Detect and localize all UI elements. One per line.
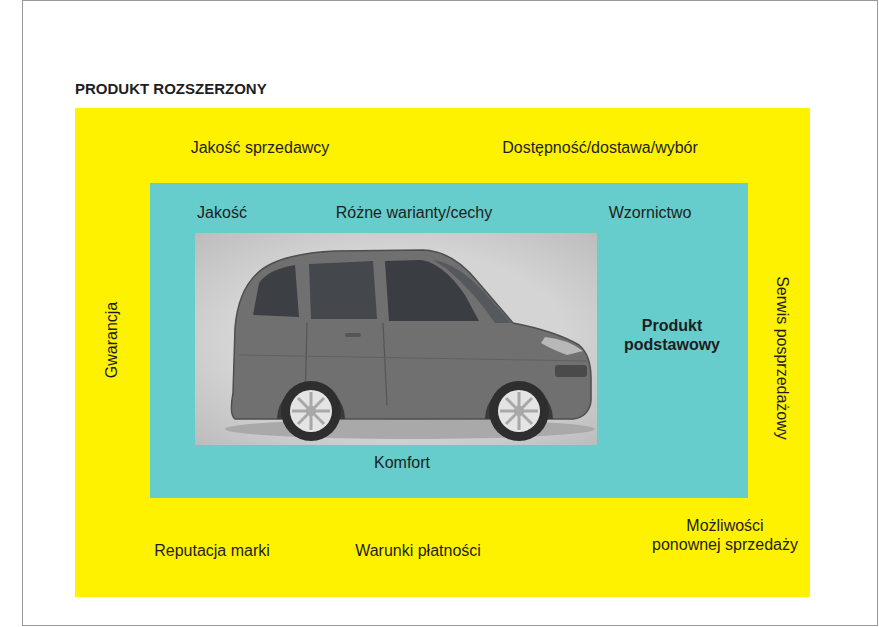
- band-label: Reputacja marki: [154, 541, 270, 560]
- windshield: [433, 260, 511, 323]
- door-window: [309, 261, 377, 319]
- heading: PRODUKT ROZSZERZONY: [75, 80, 267, 98]
- rear-wheel: [281, 381, 341, 441]
- door-line: [383, 323, 387, 405]
- feature-label: Komfort: [374, 453, 430, 472]
- rear-window: [253, 265, 299, 317]
- front-wheel: [489, 381, 549, 441]
- band-label: Gwarancja: [102, 302, 121, 378]
- band-label: Warunki płatności: [355, 541, 481, 560]
- car-illustration: [195, 233, 597, 445]
- photo-ground: [195, 233, 597, 445]
- band-label: Jakość sprzedawcy: [191, 138, 330, 157]
- box-title: Produkt podstawowy: [620, 316, 724, 354]
- band-label: Dostępność/dostawa/wybór: [502, 138, 698, 157]
- body-crease: [239, 355, 587, 361]
- band-label: Serwis posprzedażowy: [772, 276, 791, 440]
- feature-label: Jakość: [197, 203, 247, 222]
- grille: [555, 365, 587, 377]
- door-handle: [345, 333, 361, 337]
- front-window: [385, 260, 479, 321]
- feature-label: Wzornictwo: [609, 203, 692, 222]
- headlight: [541, 337, 583, 355]
- frame-border: [23, 1, 878, 626]
- band-label: Możliwości ponownej sprzedaży: [652, 516, 799, 554]
- feature-label: Różne warianty/cechy: [336, 203, 493, 222]
